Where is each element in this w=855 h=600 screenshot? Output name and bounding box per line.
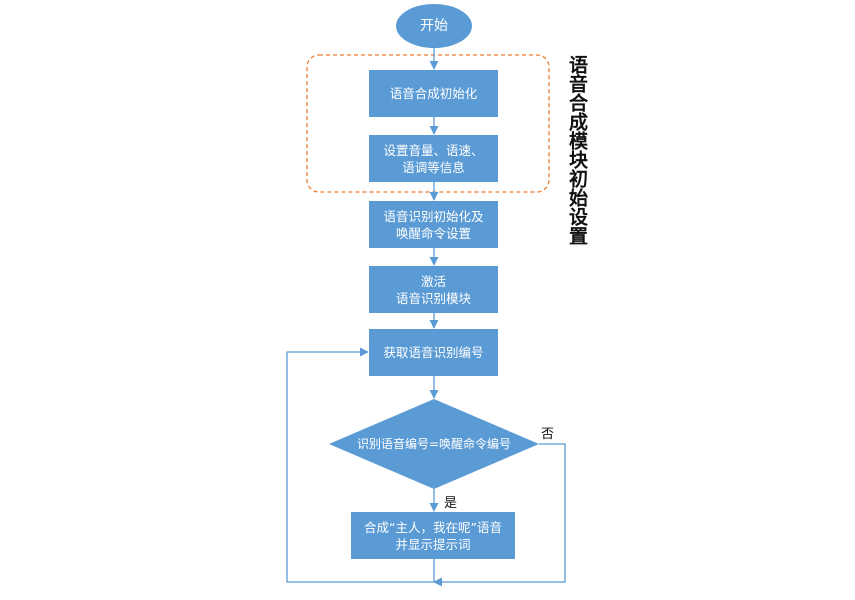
tts-init-box xyxy=(369,70,498,117)
group-side-label: 语音合成模块初始设置 xyxy=(566,55,588,245)
start-node xyxy=(396,4,472,48)
activate-box xyxy=(369,266,498,313)
get-id-box xyxy=(369,329,498,376)
decision-diamond xyxy=(329,399,539,489)
no-branch-label: 否 xyxy=(541,427,555,442)
asr-init-box xyxy=(369,201,498,248)
init-group-border xyxy=(306,54,550,193)
yes-branch-label: 是 xyxy=(444,496,458,511)
synth-box xyxy=(351,512,515,559)
set-params-box xyxy=(369,135,498,182)
loop-back-line xyxy=(286,347,434,583)
no-branch-line xyxy=(433,443,566,587)
